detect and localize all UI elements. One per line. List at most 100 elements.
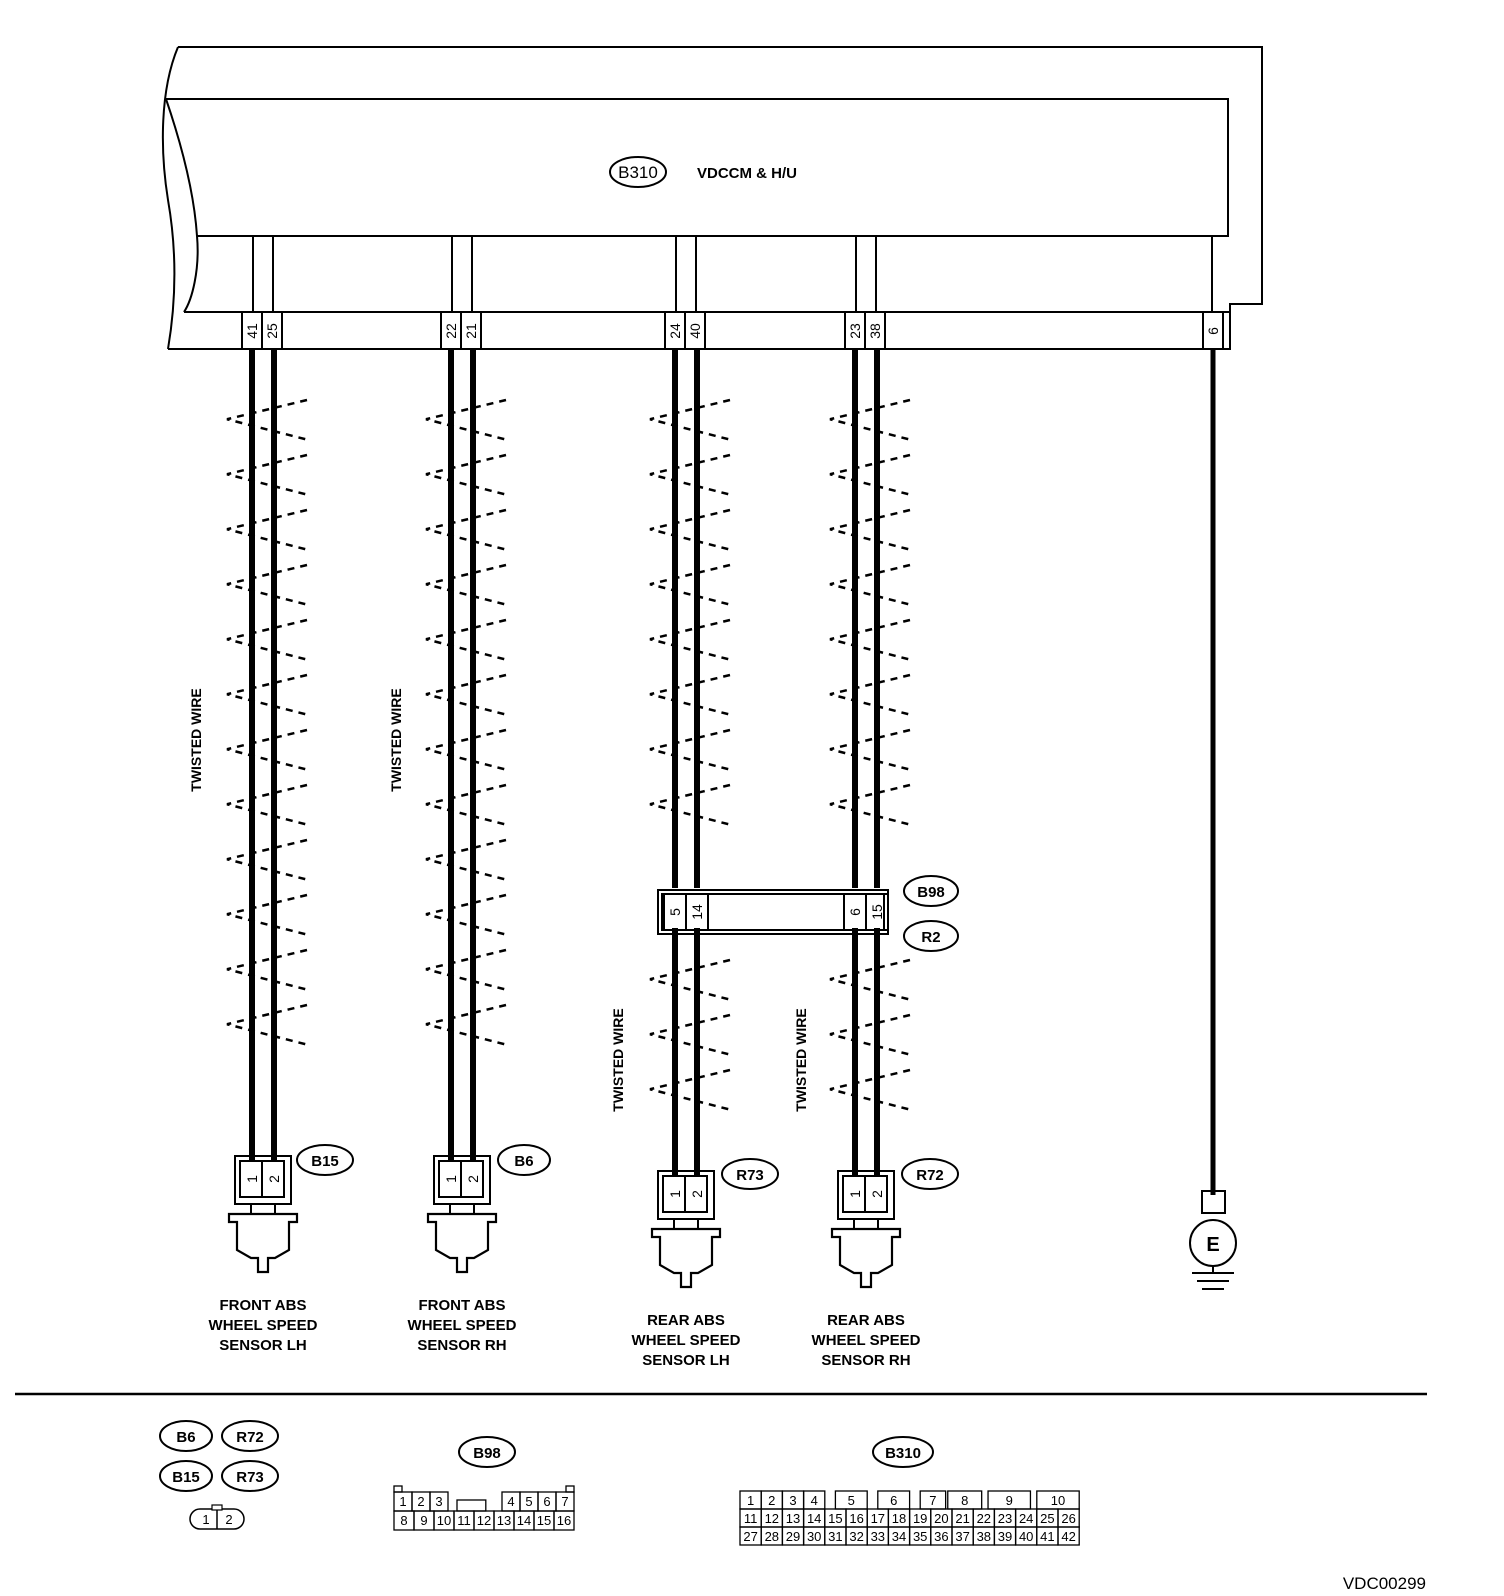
twist-mark [649, 508, 731, 551]
sensor-pin-cell [864, 1175, 888, 1213]
diagram-code: VDC00299 [1343, 1574, 1426, 1593]
b310-cell-label: 39 [998, 1529, 1012, 1544]
b98-cell-label: 12 [477, 1513, 491, 1528]
b310-cell-label: 17 [871, 1511, 885, 1526]
twist-mark [649, 673, 731, 716]
twist-mark [649, 1068, 731, 1111]
b98-cell-label: 4 [507, 1494, 514, 1509]
twist-mark [649, 563, 731, 606]
b98-cell-label: 14 [517, 1513, 531, 1528]
twist-mark [226, 1003, 308, 1046]
sensor-label-line: SENSOR RH [417, 1337, 506, 1354]
svg-text:R73: R73 [236, 1469, 264, 1486]
b310-cell-label: 16 [849, 1511, 863, 1526]
b98-cell-label: 7 [561, 1494, 568, 1509]
sensor-label-line: REAR ABS [827, 1312, 905, 1329]
twisted-wire-label-1: TWISTED WIRE [188, 688, 204, 791]
pin-25: 25 [264, 323, 280, 339]
twisted-wire-label-4: TWISTED WIRE [793, 1008, 809, 1111]
twist-mark [226, 673, 308, 716]
twist-mark [649, 453, 731, 496]
b310-cell-label: 11 [744, 1511, 758, 1526]
b98-badge: B98 [903, 875, 959, 907]
b310-cell-label: 9 [1006, 1493, 1013, 1508]
b98-cell-label: 2 [417, 1494, 424, 1509]
twist-mark [649, 958, 731, 1001]
sensor-label-line: FRONT ABS [419, 1297, 506, 1314]
b310-cell-label: 5 [848, 1493, 855, 1508]
b310-cell-label: 4 [811, 1493, 818, 1508]
twist-mark [829, 508, 911, 551]
sensor-connector-badge [296, 1144, 354, 1176]
pin-38: 38 [867, 323, 883, 339]
b98-cell-label: 8 [400, 1513, 407, 1528]
sensor-pin-cell [684, 1175, 708, 1213]
b98-cell-label: 3 [435, 1494, 442, 1509]
r2-badge: R2 [903, 920, 959, 952]
sensor-pin-cell [261, 1160, 285, 1198]
module-name: VDCCM & H/U [697, 165, 797, 182]
twist-mark [829, 958, 911, 1001]
twist-mark [425, 563, 507, 606]
twist-mark [226, 398, 308, 441]
b310-cell-label: 32 [849, 1529, 863, 1544]
twist-mark [829, 1068, 911, 1111]
b98-pin-15: 15 [869, 904, 885, 920]
twist-mark [829, 618, 911, 661]
twist-mark [829, 398, 911, 441]
twist-mark [425, 728, 507, 771]
twist-mark [649, 1013, 731, 1056]
twist-mark [226, 783, 308, 826]
twist-mark [829, 563, 911, 606]
sensor-body [830, 1227, 902, 1289]
b310-cell [1057, 1526, 1080, 1546]
b310-cell-label: 33 [871, 1529, 885, 1544]
b310-cell-label: 22 [977, 1511, 991, 1526]
b310-cell-label: 6 [890, 1493, 897, 1508]
pin-22: 22 [443, 323, 459, 339]
sensor-connector-badge [901, 1158, 959, 1190]
b310-cell-label: 38 [977, 1529, 991, 1544]
twist-mark [425, 783, 507, 826]
twist-mark [829, 673, 911, 716]
svg-text:B6: B6 [176, 1429, 195, 1446]
b310-cell-label: 21 [955, 1511, 969, 1526]
twist-mark [425, 948, 507, 991]
b310-cell-label: 35 [913, 1529, 927, 1544]
b310-cell-label: 14 [807, 1511, 821, 1526]
b310-cell-label: 24 [1019, 1511, 1033, 1526]
b310-cell-label: 31 [828, 1529, 842, 1544]
intermediate-connector [657, 889, 889, 935]
sensor-label-line: SENSOR LH [219, 1337, 307, 1354]
twist-mark [425, 453, 507, 496]
twist-mark [226, 893, 308, 936]
svg-text:R72: R72 [236, 1429, 264, 1446]
sensor-connector-id: R73 [736, 1167, 764, 1184]
twist-mark [425, 1003, 507, 1046]
twisted-wire-label-2: TWISTED WIRE [388, 688, 404, 791]
b310-cell-label: 15 [828, 1511, 842, 1526]
sensor-pin-cell [460, 1160, 484, 1198]
pin-24: 24 [667, 323, 683, 339]
twist-mark [226, 453, 308, 496]
b310-cell-label: 30 [807, 1529, 821, 1544]
b98-latch [393, 1485, 403, 1493]
b98-latch [565, 1485, 575, 1493]
svg-text:R2: R2 [921, 929, 940, 946]
sensor-neck [449, 1203, 475, 1215]
b310-cell-label: 41 [1040, 1529, 1054, 1544]
twist-mark [649, 618, 731, 661]
b98-pin-5: 5 [667, 908, 683, 916]
pin-40: 40 [687, 323, 703, 339]
b310-cell-label: 13 [786, 1511, 800, 1526]
b98-cell-label: 6 [543, 1494, 550, 1509]
b98-cell-label: 13 [497, 1513, 511, 1528]
